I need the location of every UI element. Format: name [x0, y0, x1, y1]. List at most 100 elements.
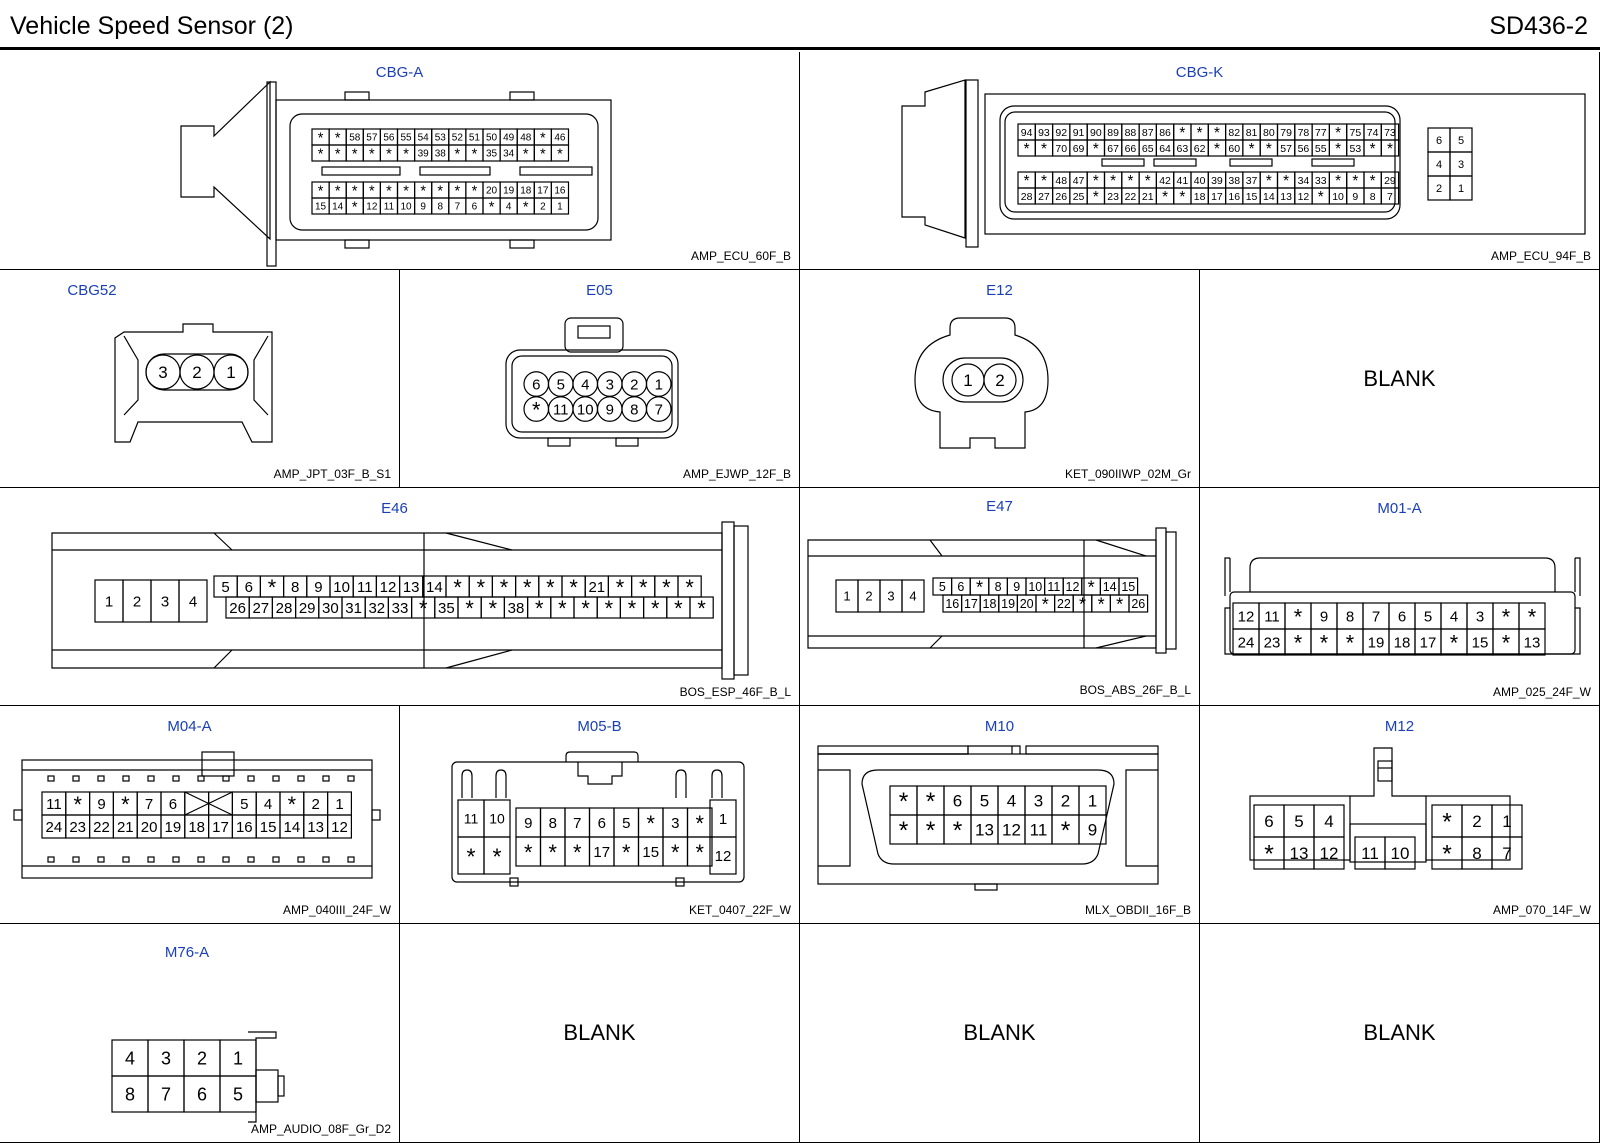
pin-label: 9 [606, 401, 614, 418]
pin-label: 22 [1125, 191, 1137, 203]
pin-label: 23 [1107, 191, 1119, 203]
pin-label: 80 [1263, 127, 1275, 139]
housing-part [577, 325, 611, 339]
pin-label: 21 [1142, 191, 1154, 203]
pin-cell [550, 197, 570, 215]
housing-part [47, 775, 55, 782]
empty-pin-mark: * [1318, 189, 1324, 206]
empty-pin-mark: * [1098, 594, 1105, 614]
housing-part [97, 856, 105, 863]
housing-part [122, 856, 130, 863]
pin-label: 38 [435, 149, 447, 160]
empty-pin-mark: * [386, 184, 392, 200]
housing-part [1311, 158, 1355, 167]
pin-label: 1 [1088, 792, 1097, 811]
housing-outline [114, 323, 273, 443]
pin-label: 14 [1263, 191, 1275, 203]
pin-label: 8 [291, 579, 299, 596]
housing-outline [253, 335, 269, 416]
pin-label: 17 [537, 186, 549, 197]
pin-label: 4 [1450, 608, 1458, 625]
pin-label: 49 [503, 133, 515, 144]
pin-label: 21 [588, 579, 605, 596]
pin-label: 11 [46, 796, 62, 813]
pin-label: 53 [435, 133, 447, 144]
empty-pin-mark: * [500, 575, 509, 600]
pin-label: 11 [384, 202, 395, 213]
housing-part [247, 775, 255, 782]
pin-label: 6 [1398, 608, 1406, 625]
pin-label: 8 [995, 580, 1002, 594]
housing-part [419, 166, 491, 176]
connector-name: CBG-K [1175, 64, 1224, 81]
housing-outline [675, 769, 687, 798]
pin-label: 33 [1315, 175, 1327, 187]
empty-pin-mark: * [899, 789, 909, 816]
empty-pin-mark: * [403, 147, 409, 163]
housing-outline [914, 317, 1049, 449]
housing-part [942, 357, 1024, 403]
pin-label: 58 [349, 133, 361, 144]
empty-pin-mark: * [1041, 141, 1047, 158]
housing-outline [1350, 747, 1426, 797]
connector-code: AMP_AUDIO_08F_Gr_D2 [250, 1122, 391, 1136]
empty-pin-mark: * [976, 577, 983, 597]
empty-pin-mark: * [472, 147, 478, 163]
pin-label: 9 [1352, 191, 1358, 203]
pin-label: 8 [125, 1084, 135, 1104]
pin-label: 87 [1142, 127, 1154, 139]
pin-label: 7 [455, 202, 461, 213]
pin-label: 17 [964, 597, 978, 611]
housing-part [817, 745, 969, 755]
pin-label: 19 [1368, 634, 1385, 651]
empty-pin-mark: * [628, 596, 637, 621]
connector-code: BOS_ESP_46F_B_L [679, 685, 791, 699]
housing-outline [52, 549, 722, 651]
pin-label: 26 [229, 600, 246, 617]
housing-part [1155, 527, 1167, 654]
housing-part [201, 751, 235, 777]
empty-pin-mark: * [1024, 141, 1030, 158]
pin-label: 88 [1125, 127, 1137, 139]
housing-part [72, 775, 80, 782]
pin-label: 16 [236, 819, 253, 836]
pin-label: 4 [909, 589, 916, 604]
pin-label: 10 [1391, 844, 1410, 863]
empty-pin-mark: * [1442, 841, 1452, 868]
empty-pin-mark: * [532, 397, 541, 422]
empty-pin-mark: * [1088, 577, 1095, 597]
empty-pin-mark: * [1528, 604, 1537, 629]
pin-label: 82 [1228, 127, 1240, 139]
pin-label: 9 [1013, 580, 1020, 594]
empty-pin-mark: * [1370, 141, 1376, 158]
empty-pin-mark: * [1442, 809, 1452, 836]
pin-label: 52 [452, 133, 464, 144]
pin-cell [1518, 628, 1546, 656]
housing-part [509, 91, 535, 101]
empty-pin-mark: * [1061, 818, 1071, 845]
empty-pin-mark: * [524, 840, 533, 865]
pin-label: 7 [145, 796, 153, 813]
empty-pin-mark: * [639, 575, 648, 600]
pin-cell [983, 363, 1017, 397]
connector-code: AMP_025_24F_W [1492, 685, 1591, 699]
pin-label: 86 [1159, 127, 1171, 139]
blank-label: BLANK [1363, 365, 1436, 391]
housing-part [1004, 111, 1396, 213]
pin-cell [178, 579, 208, 623]
housing-part [197, 856, 205, 863]
empty-pin-mark: * [1387, 141, 1393, 158]
pin-label: 6 [472, 202, 478, 213]
pin-label: 42 [1159, 175, 1171, 187]
pin-label: 24 [1238, 634, 1255, 651]
pin-label: 22 [93, 819, 110, 836]
housing-outline [461, 769, 473, 798]
pin-label: 56 [383, 133, 395, 144]
pin-label: 7 [1502, 844, 1511, 863]
empty-pin-mark: * [1179, 125, 1185, 142]
pin-label: 51 [469, 133, 481, 144]
